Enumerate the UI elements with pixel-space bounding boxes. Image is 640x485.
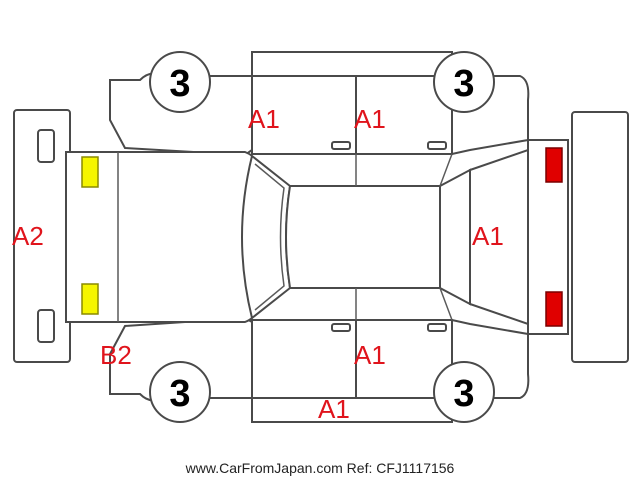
left-headlamp [81, 156, 99, 188]
right-front-door [251, 319, 357, 399]
watermark-text: www.CarFromJapan.com Ref: CFJ1117156 [185, 460, 455, 476]
code-right-rear-door: A1 [354, 340, 386, 370]
left-roof-rail [251, 51, 453, 77]
left-front-handle [331, 141, 351, 150]
wheel-front-right: 3 [149, 361, 211, 423]
right-rocker-panel [251, 397, 453, 423]
right-headlamp [81, 283, 99, 315]
wheel-front-right-score: 3 [169, 373, 190, 415]
wheel-front-left: 3 [149, 51, 211, 113]
right-tail-lamp [545, 291, 563, 327]
code-front-corner: B2 [100, 340, 132, 370]
roof [285, 185, 441, 289]
right-front-handle [331, 323, 351, 332]
rear-pillar [439, 168, 471, 306]
wheel-rear-right: 3 [433, 361, 495, 423]
left-rear-handle [427, 141, 447, 150]
right-rear-handle [427, 323, 447, 332]
code-left-front-door: A1 [248, 104, 280, 134]
code-front-bumper: A2 [12, 221, 44, 251]
rear-bumper [571, 111, 629, 363]
code-left-rear-door: A1 [354, 104, 386, 134]
wheel-rear-left: 3 [433, 51, 495, 113]
code-rear-glass: A1 [472, 221, 504, 251]
car-body-top [65, 139, 569, 335]
wheel-front-left-score: 3 [169, 63, 190, 105]
wheel-rear-left-score: 3 [453, 63, 474, 105]
tailgate [527, 139, 569, 335]
wheel-rear-right-score: 3 [453, 373, 474, 415]
code-right-rocker: A1 [318, 394, 350, 424]
left-tail-lamp [545, 147, 563, 183]
windshield [241, 154, 292, 320]
